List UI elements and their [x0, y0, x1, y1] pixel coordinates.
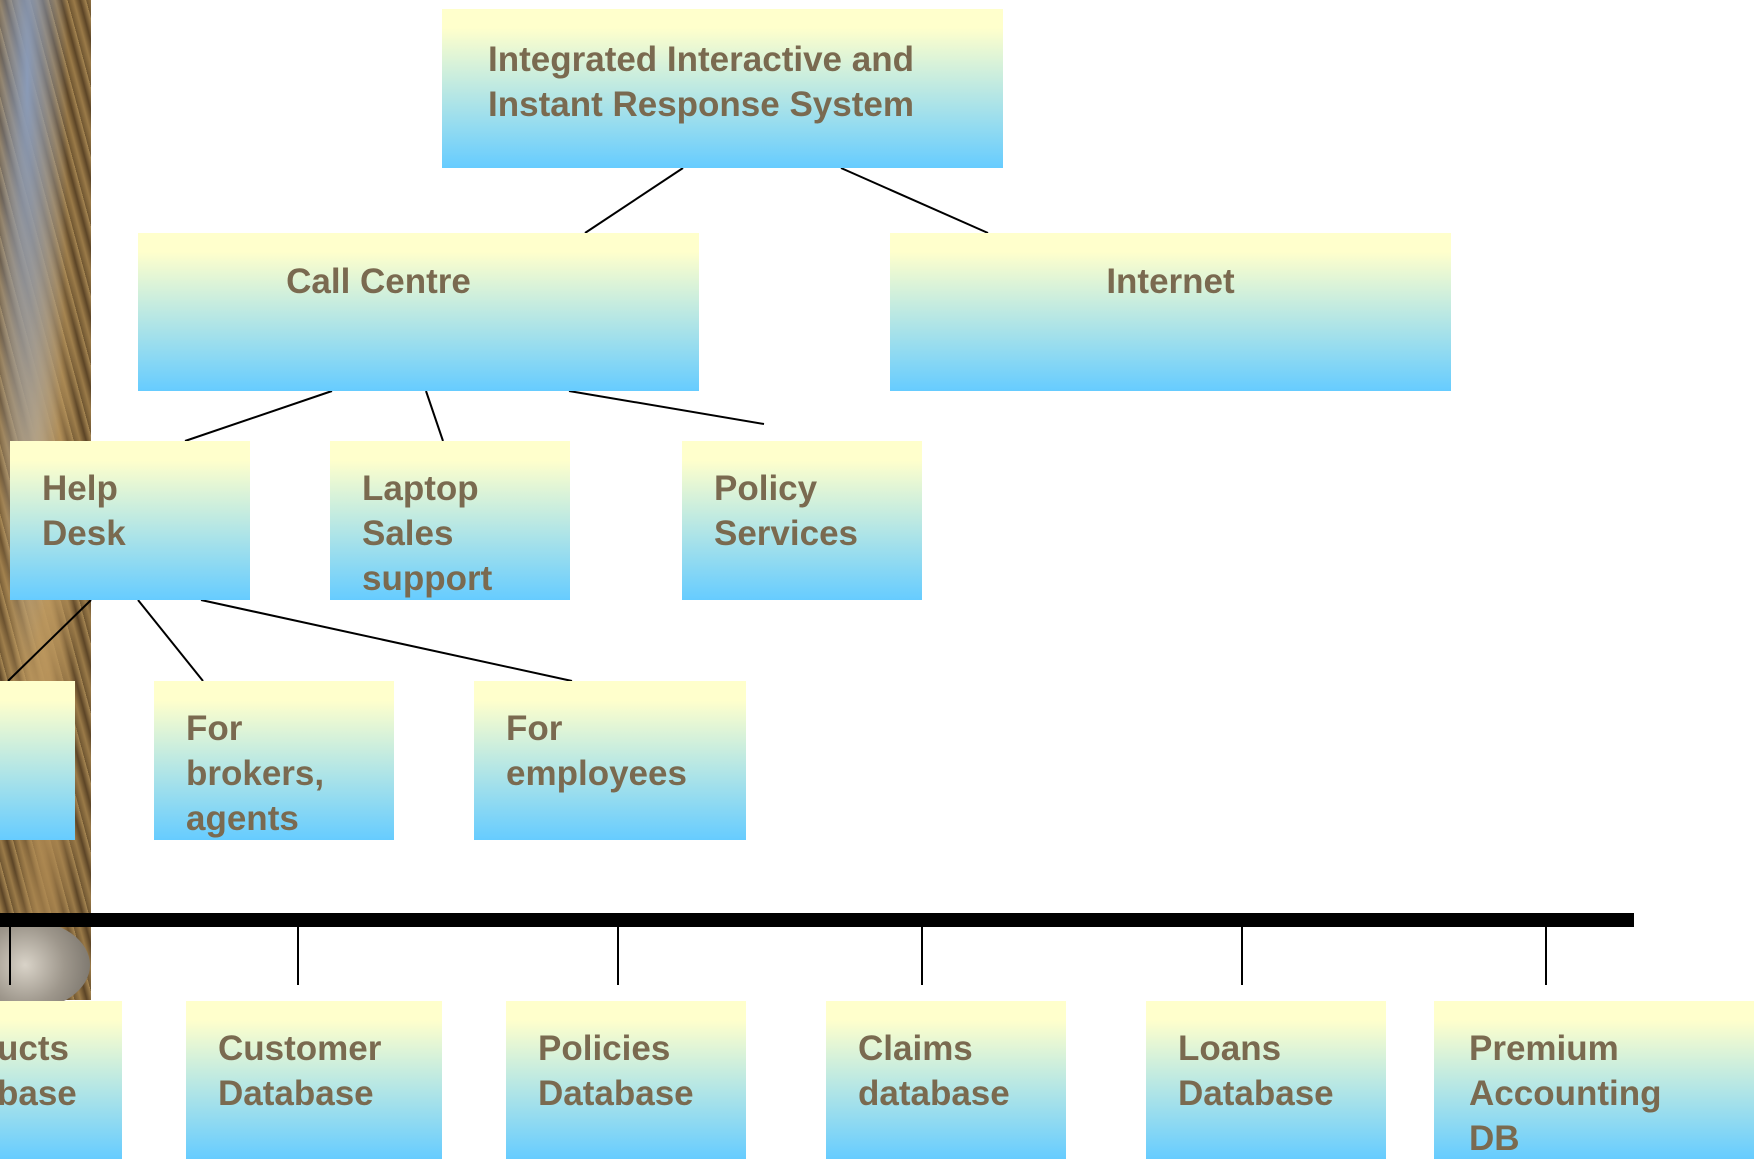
- connector-helpdesk-left: [7, 599, 92, 682]
- node-loans-database: Loans Database: [1146, 1001, 1386, 1159]
- node-label-line: Integrated Interactive and: [488, 40, 914, 79]
- node-label-line: brokers,: [186, 754, 325, 793]
- node-call-centre: Call Centre: [138, 233, 699, 391]
- node-label: Internet: [1106, 262, 1235, 301]
- node-label-line: Desk: [42, 514, 126, 553]
- node-premium-accounting-db: Premium Accounting DB: [1434, 1001, 1754, 1159]
- node-claims-database: Claims database: [826, 1001, 1066, 1159]
- node-label-line: DB: [1469, 1119, 1520, 1158]
- node-help-desk: Help Desk: [10, 441, 250, 600]
- connector-helpdesk-employees: [200, 599, 573, 682]
- node-for-left-partial: [0, 681, 75, 840]
- node-products-database: ucts base: [0, 1001, 122, 1159]
- node-label-line: Claims: [858, 1029, 973, 1068]
- node-label-line: Database: [538, 1074, 694, 1113]
- connector-helpdesk-brokers: [137, 599, 204, 682]
- node-label-line: support: [362, 559, 493, 598]
- node-label-line: Premium: [1469, 1029, 1619, 1068]
- node-label-line: For: [186, 709, 243, 748]
- connector-callcentre-policy: [568, 390, 765, 425]
- connector-callcentre-laptop: [425, 390, 444, 442]
- node-customer-database: Customer Database: [186, 1001, 442, 1159]
- node-label-line: Database: [1178, 1074, 1334, 1113]
- node-label-line: Services: [714, 514, 859, 553]
- node-label-line: Database: [218, 1074, 374, 1113]
- node-label-line: Policy: [714, 469, 818, 508]
- node-internet: Internet: [890, 233, 1451, 391]
- node-for-employees: For employees: [474, 681, 746, 840]
- node-label-line: Sales: [362, 514, 454, 553]
- node-for-brokers-agents: For brokers, agents: [154, 681, 394, 840]
- node-label-line: Loans: [1178, 1029, 1282, 1068]
- node-label: Call Centre: [286, 262, 471, 301]
- node-label-line: base: [0, 1074, 77, 1113]
- connector-callcentre-helpdesk: [184, 390, 333, 442]
- node-label-line: ucts: [0, 1029, 69, 1068]
- node-label-line: agents: [186, 799, 299, 838]
- connector-root-internet: [840, 167, 989, 234]
- node-policy-services: Policy Services: [682, 441, 922, 600]
- node-laptop-sales-support: Laptop Sales support: [330, 441, 570, 600]
- node-label-line: Help: [42, 469, 118, 508]
- node-label-line: Instant Response System: [488, 85, 914, 124]
- node-label-line: database: [858, 1074, 1010, 1113]
- node-label-line: For: [506, 709, 563, 748]
- node-label-line: employees: [506, 754, 687, 793]
- node-policies-database: Policies Database: [506, 1001, 746, 1159]
- node-integrated-system: Integrated Interactive and Instant Respo…: [442, 9, 1003, 168]
- node-label-line: Policies: [538, 1029, 671, 1068]
- node-label-line: Laptop: [362, 469, 479, 508]
- connector-root-callcentre: [584, 167, 684, 234]
- node-label-line: Customer: [218, 1029, 382, 1068]
- node-label-line: Accounting: [1469, 1074, 1662, 1113]
